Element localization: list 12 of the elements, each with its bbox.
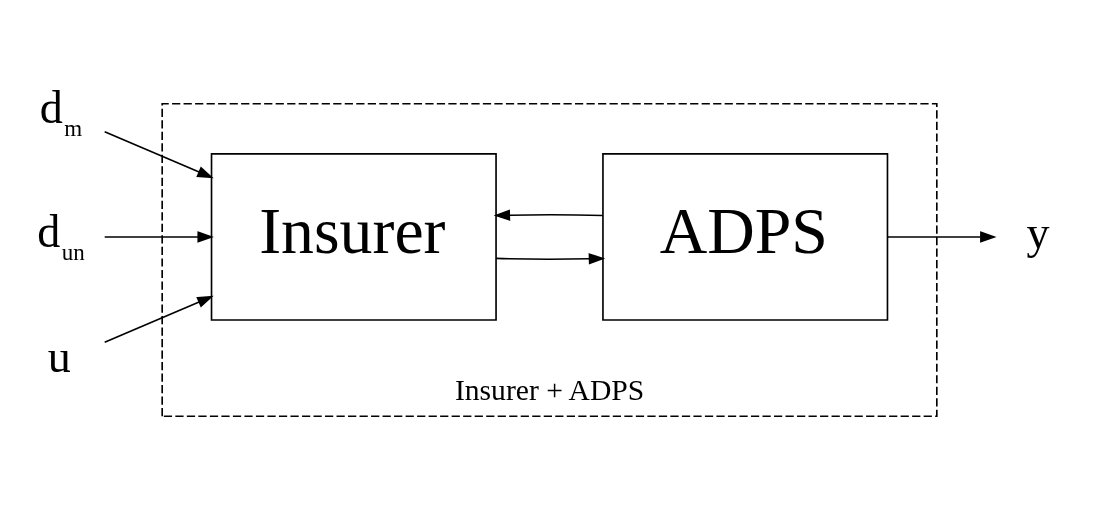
node-text: u: [47, 330, 71, 382]
arrow: [103, 231, 214, 243]
arrow: [103, 131, 214, 179]
arrow: [886, 231, 997, 243]
arrow: [103, 295, 214, 343]
node-box: ADPS: [602, 153, 889, 321]
node-text: d$_{un}$: [37, 205, 85, 265]
node-text: d$_{m}$: [39, 82, 83, 142]
node-box: Insurer: [210, 153, 497, 321]
arrow: [495, 253, 606, 265]
arrow: [493, 209, 604, 221]
node-text: y: [1026, 207, 1050, 259]
